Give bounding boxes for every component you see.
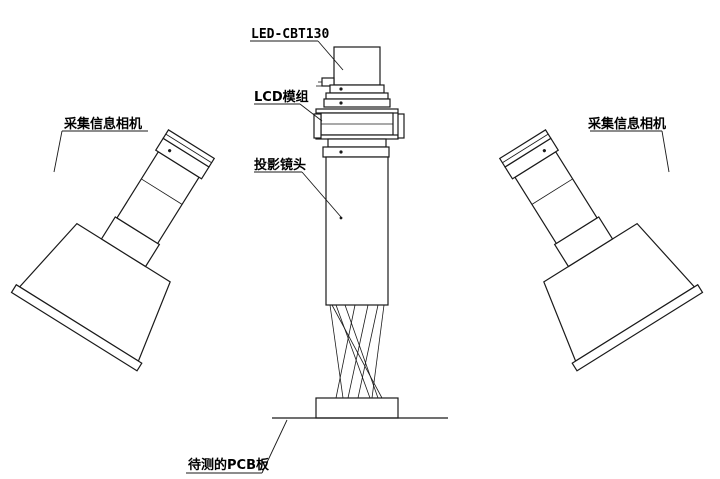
pcb-board-label: 待测的PCB板 <box>187 457 270 473</box>
leader-lines <box>53 40 670 474</box>
lcd-module-label: LCD模组 <box>254 89 309 105</box>
led-module-label: LED-CBT130 <box>251 27 329 42</box>
left-camera-label: 采集信息相机 <box>63 116 142 132</box>
right-camera <box>498 129 704 372</box>
lcd-module-body <box>313 92 405 140</box>
projection-lens-label: 投影镜头 <box>254 157 306 173</box>
projection-lens-body <box>322 138 390 306</box>
led-module-body <box>316 46 385 94</box>
projector-assembly <box>272 46 448 419</box>
right-camera-label: 采集信息相机 <box>587 116 666 132</box>
projection-light-rays <box>329 304 385 399</box>
left-camera <box>10 129 216 372</box>
pcb-board-body <box>272 397 448 419</box>
